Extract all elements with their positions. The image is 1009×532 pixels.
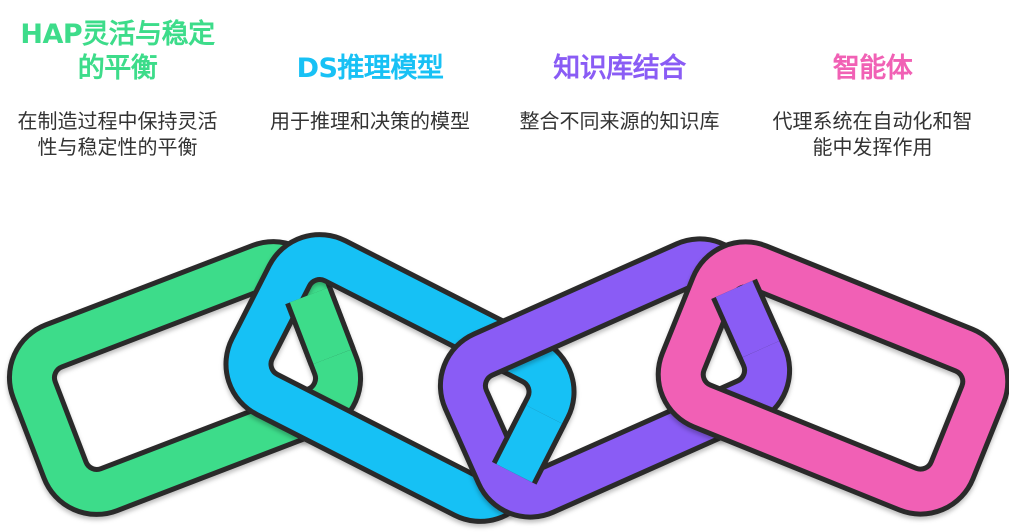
- item-title: 智能体: [832, 53, 913, 84]
- item-title: 知识库结合: [553, 53, 686, 84]
- chain-overlap-blue-over-purple: [491, 403, 567, 485]
- chain-link-pink: [655, 239, 1009, 517]
- item-description: 整合不同来源的知识库: [519, 109, 720, 133]
- chain-overlap-purple-over-pink: [711, 278, 784, 360]
- item-description: 用于推理和决策的模型: [270, 109, 470, 133]
- item-description: 代理系统在自动化和智能中发挥作用: [772, 109, 973, 159]
- item-title: HAP灵活与稳定的平衡: [20, 19, 215, 84]
- item-title: DS推理模型: [296, 53, 444, 84]
- chain-overlap-green-over-blue: [285, 286, 356, 366]
- item-description: 在制造过程中保持灵活性与稳定性的平衡: [17, 109, 218, 159]
